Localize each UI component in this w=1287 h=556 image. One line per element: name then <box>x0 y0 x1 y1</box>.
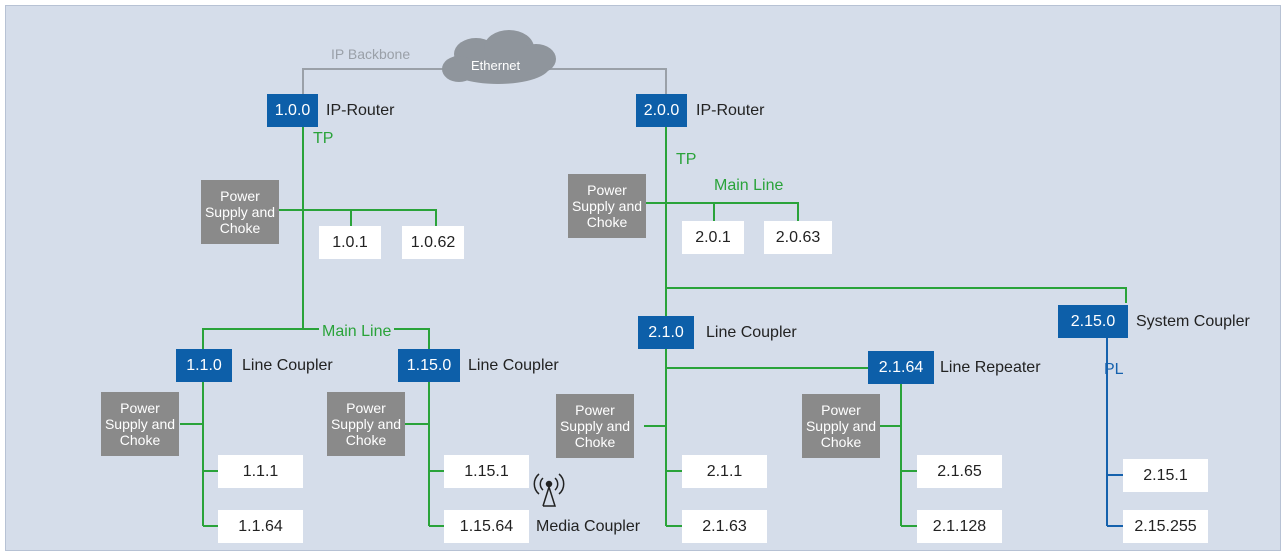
device-2-0-1[interactable]: 2.0.1 <box>682 221 744 254</box>
device-1-15-64[interactable]: 1.15.64 <box>444 510 529 543</box>
device-2-1-65[interactable]: 2.1.65 <box>917 455 1002 488</box>
connection-lines <box>180 30 1127 527</box>
psu-2-0: Power Supply and Choke <box>568 174 646 238</box>
ip-backbone-label: IP Backbone <box>331 46 411 62</box>
antenna-icon <box>533 473 565 507</box>
coupler-1-15-address[interactable]: 1.15.0 <box>398 349 460 382</box>
router-1-label: IP-Router <box>326 102 395 119</box>
system-coupler-address[interactable]: 2.15.0 <box>1058 305 1128 338</box>
device-1-1-1[interactable]: 1.1.1 <box>218 455 303 488</box>
device-2-15-1[interactable]: 2.15.1 <box>1123 459 1208 492</box>
router-2-medium: TP <box>676 151 697 168</box>
repeater-2-1-64-address[interactable]: 2.1.64 <box>868 351 934 384</box>
device-2-1-128[interactable]: 2.1.128 <box>917 510 1002 543</box>
ethernet-cloud-label: Ethernet <box>471 58 521 73</box>
psu-2-0-wire <box>646 202 799 223</box>
device-1-0-62[interactable]: 1.0.62 <box>402 226 464 259</box>
coupler-1-15-label: Line Coupler <box>468 357 559 374</box>
router-2-label: IP-Router <box>696 102 765 119</box>
coupler-1-1-label: Line Coupler <box>242 357 333 374</box>
coupler-2-1-address[interactable]: 2.1.0 <box>638 316 694 349</box>
system-coupler-label: System Coupler <box>1136 313 1250 330</box>
main-line-1 <box>202 328 430 349</box>
psu-2-1: Power Supply and Choke <box>556 394 634 458</box>
psu-1-1: Power Supply and Choke <box>101 392 179 456</box>
ethernet-cloud-shape <box>442 30 556 84</box>
device-2-1-1[interactable]: 2.1.1 <box>682 455 767 488</box>
router-1-address[interactable]: 1.0.0 <box>267 94 318 127</box>
psu-1-15: Power Supply and Choke <box>327 392 405 456</box>
psu-2-1-64: Power Supply and Choke <box>802 394 880 458</box>
router-2-address[interactable]: 2.0.0 <box>636 94 687 127</box>
main-line-2 <box>666 287 1127 303</box>
repeater-2-1-64-label: Line Repeater <box>940 359 1041 376</box>
device-1-1-64[interactable]: 1.1.64 <box>218 510 303 543</box>
psu-1-0-wire <box>278 209 437 228</box>
coupler-2-1-label: Line Coupler <box>706 324 797 341</box>
router-1-medium: TP <box>313 130 334 147</box>
pl-medium-label: PL <box>1104 361 1124 378</box>
device-1-15-1[interactable]: 1.15.1 <box>444 455 529 488</box>
diagram-canvas: IP Backbone Ethernet 1.0.0 IP-Router TP … <box>5 5 1281 551</box>
media-coupler-label: Media Coupler <box>536 518 641 535</box>
psu-1-0: Power Supply and Choke <box>201 180 279 244</box>
device-1-0-1[interactable]: 1.0.1 <box>319 226 381 259</box>
coupler-1-1-address[interactable]: 1.1.0 <box>176 349 232 382</box>
main-line-1-label: Main Line <box>319 323 395 341</box>
device-2-0-63[interactable]: 2.0.63 <box>764 221 832 254</box>
main-line-2-label: Main Line <box>714 177 784 194</box>
device-2-1-63[interactable]: 2.1.63 <box>682 510 767 543</box>
device-2-15-255[interactable]: 2.15.255 <box>1123 510 1208 543</box>
